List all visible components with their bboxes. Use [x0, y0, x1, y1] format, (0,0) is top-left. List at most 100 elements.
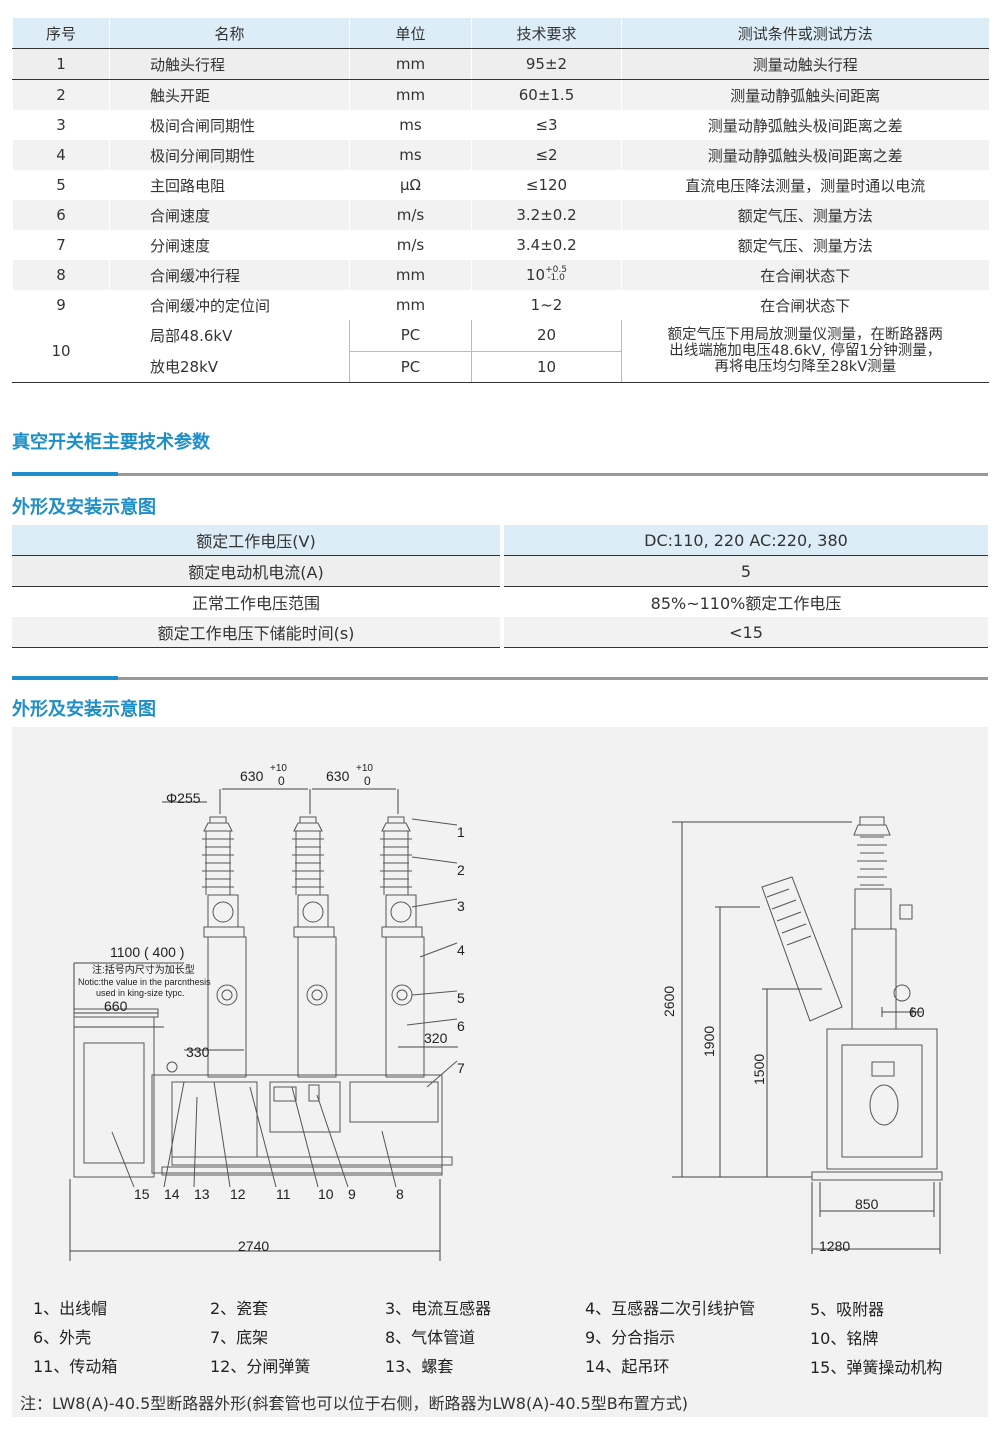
callout-number: 12 [230, 1186, 246, 1202]
dim-630-left: 630 [240, 768, 264, 784]
callout-number: 15 [134, 1186, 150, 1202]
mechanism-cabinet [73, 1016, 155, 1178]
dim-tolerance-zero: 0 [278, 774, 285, 788]
spec-header-row: 序号 名称 单位 技术要求 测试条件或测试方法 [12, 18, 989, 49]
callout-number: 1 [457, 824, 465, 840]
nameplate [273, 1086, 297, 1102]
dim-330: 330 [186, 1044, 210, 1060]
cell-no: 2 [12, 79, 110, 110]
dim-2600: 2600 [661, 986, 677, 1017]
cell-unit: m/s [349, 200, 472, 230]
table-row: 额定电动机电流(A)5 [12, 555, 988, 587]
cell-method: 直流电压降法测量，测量时通以电流 [621, 170, 989, 200]
callout-number: 3 [457, 898, 465, 914]
callout-leader [426, 1060, 458, 1088]
side-dimensions [672, 821, 941, 1254]
cell-name: 合闸速度 [109, 200, 350, 230]
cell-no: 5 [12, 170, 110, 200]
dim-tolerance-upper: +10 [270, 763, 287, 774]
pole-left [202, 816, 247, 1078]
legend-item: 11、传动箱 [33, 1357, 118, 1376]
front-dimensions [69, 788, 458, 1261]
req-tol-upper: +0.5 [545, 265, 567, 275]
cell-req: 3.4±0.2 [471, 230, 622, 260]
table-row: 额定工作电压(V)DC:110, 220 AC:220, 380 [12, 525, 988, 556]
motor-param: 额定电动机电流(A) [12, 555, 502, 587]
dim-2740: 2740 [238, 1238, 269, 1254]
cell-method: 在合闸状态下 [621, 290, 989, 320]
transmission-box [171, 1081, 258, 1158]
method-line: 出线端施加电压48.6kV, 停留1分钟测量， [669, 342, 942, 359]
callout-number: 4 [457, 942, 465, 958]
legend-item: 3、电流互感器 [385, 1299, 492, 1318]
section-rule-blue [12, 676, 118, 680]
cell-method: 额定气压、测量方法 [621, 230, 989, 260]
table-row: 额定工作电压下储能时间(s)<15 [12, 617, 988, 648]
cell-method: 测量动静弧触头极间距离之差 [621, 140, 989, 170]
header-no: 序号 [12, 18, 110, 49]
cell-unit: PC [349, 351, 472, 383]
callout-leader [291, 1086, 319, 1188]
motor-value: <15 [500, 617, 988, 648]
table-row: 放电28kV PC 10 [13, 351, 989, 383]
section-title-diagram: 外形及安装示意图 [12, 699, 156, 720]
cell-name: 动触头行程 [109, 48, 350, 80]
cell-method: 测量动静弧触头极间距离之差 [621, 110, 989, 140]
cell-no: 4 [12, 140, 110, 170]
mechanism-door [83, 1042, 145, 1164]
callout-leader [163, 1081, 185, 1188]
diagram-panel: 630 +10 0 630 +10 0 Φ255 1100 ( 400 ) 注:… [12, 727, 988, 1417]
gas-box [349, 1081, 439, 1123]
cell-req: 95±2 [471, 48, 622, 80]
section-rule-blue [12, 472, 118, 476]
dim-phi-255: Φ255 [166, 790, 201, 806]
base-plate [161, 1166, 443, 1176]
legend-item: 7、底架 [210, 1328, 269, 1347]
footnote: 注：LW8(A)-40.5型断路器外形(斜套管也可以位于右侧，断路器为LW8(A… [20, 1394, 689, 1413]
table-row: 10 局部48.6kV PC 20 额定气压下用局放测量仪测量，在断路器两 出线… [12, 320, 989, 383]
cell-no: 6 [12, 200, 110, 230]
cell-method: 额定气压、测量方法 [621, 200, 989, 230]
cell-no: 9 [12, 290, 110, 320]
side-cabinet [826, 1028, 938, 1170]
legend-item: 5、吸附器 [810, 1300, 885, 1319]
dim-850: 850 [855, 1196, 879, 1212]
cell-name: 合闸缓冲行程 [109, 260, 350, 290]
dim-60: 60 [909, 1004, 925, 1020]
callout-leader [411, 990, 458, 996]
req-tolerance: +0.5-1.0 [545, 265, 567, 283]
callout-number: 11 [276, 1186, 291, 1202]
callout-number: 10 [318, 1186, 334, 1202]
dim-660: 660 [104, 998, 128, 1014]
dim-1500: 1500 [751, 1054, 767, 1085]
legend-item: 1、出线帽 [33, 1299, 108, 1318]
inclined-bushing [761, 876, 843, 1022]
method-line: 再将电压均匀降至28kV测量 [714, 358, 897, 375]
dim-1100: 1100 ( 400 ) [110, 944, 184, 960]
dim-1280: 1280 [819, 1238, 850, 1254]
cell-name: 局部48.6kV [109, 320, 350, 351]
diagram-note-cn: 注:括号内尺寸为加长型 [92, 963, 195, 976]
dim-tolerance-upper: +10 [356, 763, 373, 774]
cell-no: 1 [12, 48, 110, 80]
cell-unit: μΩ [349, 170, 472, 200]
cell-no: 8 [12, 260, 110, 290]
cell-unit: mm [349, 260, 472, 290]
motor-table: 额定工作电压(V)DC:110, 220 AC:220, 380 额定电动机电流… [12, 525, 988, 648]
callout-leader [193, 1096, 198, 1188]
cell-req: 60±1.5 [471, 79, 622, 110]
section-title-motor: 外形及安装示意图 [12, 497, 156, 518]
cell-name: 放电28kV [109, 351, 350, 383]
cell-unit: PC [349, 320, 472, 352]
legend-item: 9、分合指示 [585, 1328, 676, 1347]
cell-method: 在合闸状态下 [621, 260, 989, 290]
callout-number: 9 [348, 1186, 356, 1202]
cell-req: 20 [471, 320, 622, 352]
